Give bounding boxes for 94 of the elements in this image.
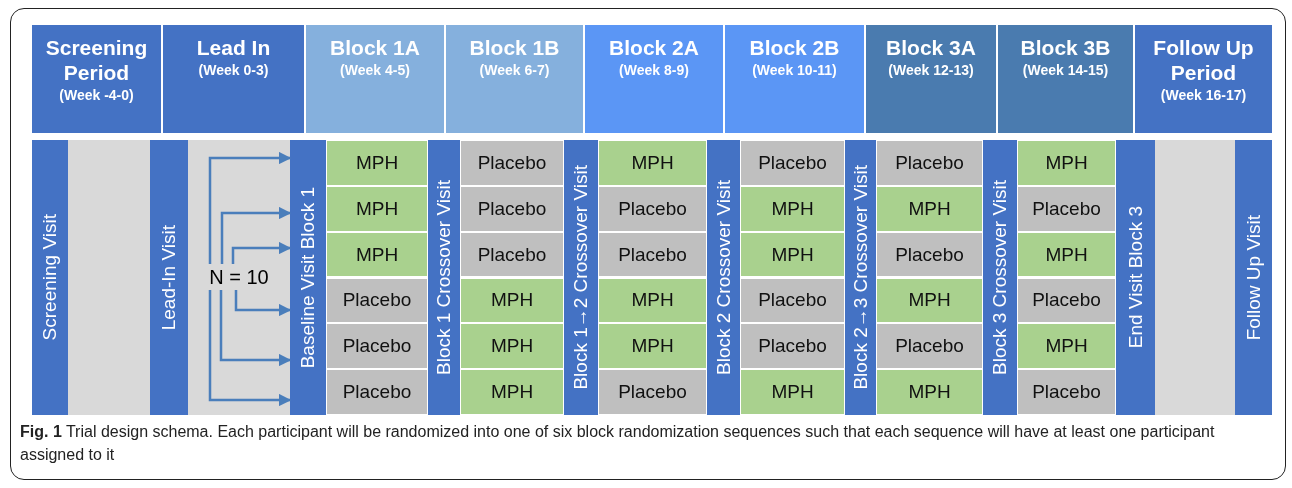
treatment-cell: MPH bbox=[598, 140, 707, 186]
treatment-cell: Placebo bbox=[460, 231, 564, 278]
week-range: (Week 4-5) bbox=[339, 61, 411, 80]
visit-bar bbox=[564, 140, 598, 415]
treatment-cell: Placebo bbox=[598, 231, 707, 278]
treatment-cell: Placebo bbox=[740, 140, 845, 186]
visit-bar bbox=[845, 140, 876, 415]
visit-bar bbox=[983, 140, 1017, 415]
treatment-cell: MPH bbox=[326, 185, 428, 232]
period-title: Lead In bbox=[195, 35, 272, 60]
week-range: (Week 6-7) bbox=[478, 61, 551, 80]
arrow bbox=[208, 290, 292, 407]
visit-bar bbox=[290, 140, 326, 415]
visit-bar bbox=[428, 140, 460, 415]
period-title: Block 3A bbox=[885, 35, 977, 60]
figure-caption: Fig. 1 Trial design schema. Each participant will be randomized into one of six block randomization sequences such that each sequence will have at least one participant assigned to it bbox=[20, 422, 1216, 465]
visit-label: Block 1→2 Crossover Visit bbox=[570, 165, 592, 390]
visit-bar bbox=[1116, 140, 1155, 415]
treatment-cell: Placebo bbox=[460, 140, 564, 186]
treatment-cell: Placebo bbox=[326, 369, 428, 415]
period-title: Block 2A bbox=[608, 35, 700, 60]
treatment-cell: Placebo bbox=[1017, 185, 1116, 232]
visit-label: Follow Up Visit bbox=[1242, 214, 1265, 341]
sample-size-label: N = 10 bbox=[207, 264, 271, 290]
visit-label: Screening Visit bbox=[39, 214, 61, 341]
arrow bbox=[220, 206, 292, 264]
arrow bbox=[219, 290, 292, 367]
period-header bbox=[446, 25, 583, 133]
visit-label: End Visit Block 3 bbox=[1124, 206, 1147, 349]
week-range: (Week 8-9) bbox=[618, 61, 690, 80]
visit-bar bbox=[32, 140, 68, 415]
period-header bbox=[1135, 25, 1272, 133]
treatment-cell: Placebo bbox=[740, 323, 845, 370]
treatment-cell: MPH bbox=[740, 231, 845, 278]
treatment-cell: MPH bbox=[876, 185, 983, 232]
visit-label: Lead-In Visit bbox=[158, 224, 180, 331]
period-header bbox=[725, 25, 864, 133]
visit-bar bbox=[150, 140, 188, 415]
visit-bar bbox=[707, 140, 740, 415]
period-title: Block 3B bbox=[1019, 35, 1112, 60]
treatment-cell: MPH bbox=[460, 277, 564, 324]
visit-label: Baseline Visit Block 1 bbox=[297, 186, 319, 369]
treatment-cell: Placebo bbox=[598, 185, 707, 232]
treatment-cell: MPH bbox=[1017, 231, 1116, 278]
period-title: Screening Period bbox=[44, 35, 149, 85]
period-header bbox=[998, 25, 1133, 133]
period-title: Block 1A bbox=[329, 35, 421, 60]
treatment-cell: MPH bbox=[326, 140, 428, 186]
shaded-band bbox=[68, 140, 150, 415]
treatment-cell: Placebo bbox=[460, 185, 564, 232]
week-range: (Week 0-3) bbox=[197, 61, 270, 80]
treatment-cell: MPH bbox=[1017, 140, 1116, 186]
visit-label: Block 2 Crossover Visit bbox=[712, 180, 735, 375]
visit-bar bbox=[1235, 140, 1272, 415]
treatment-cell: MPH bbox=[326, 231, 428, 278]
period-header bbox=[306, 25, 444, 133]
treatment-cell: Placebo bbox=[740, 277, 845, 324]
treatment-cell: MPH bbox=[460, 323, 564, 370]
treatment-cell: MPH bbox=[740, 185, 845, 232]
visit-label: Block 3 Crossover Visit bbox=[989, 180, 1011, 375]
period-header bbox=[866, 25, 996, 133]
period-header bbox=[32, 25, 161, 133]
treatment-cell: MPH bbox=[1017, 323, 1116, 370]
treatment-cell: Placebo bbox=[598, 369, 707, 415]
treatment-cell: MPH bbox=[598, 323, 707, 370]
week-range: (Week 12-13) bbox=[887, 61, 975, 80]
treatment-cell: MPH bbox=[876, 369, 983, 415]
arrow bbox=[231, 241, 292, 264]
period-title: Block 1B bbox=[468, 35, 561, 60]
treatment-cell: Placebo bbox=[1017, 369, 1116, 415]
treatment-cell: MPH bbox=[876, 277, 983, 324]
treatment-cell: Placebo bbox=[326, 277, 428, 324]
treatment-cell: MPH bbox=[740, 369, 845, 415]
week-range: (Week 14-15) bbox=[1021, 61, 1110, 80]
treatment-cell: Placebo bbox=[876, 323, 983, 370]
period-header bbox=[163, 25, 304, 133]
visit-label: Block 2→3 Crossover Visit bbox=[849, 165, 872, 390]
treatment-cell: Placebo bbox=[326, 323, 428, 370]
period-header bbox=[585, 25, 723, 133]
treatment-cell: MPH bbox=[460, 369, 564, 415]
visit-label: Block 1 Crossover Visit bbox=[433, 180, 455, 375]
treatment-cell: Placebo bbox=[1017, 277, 1116, 324]
shaded-band bbox=[1155, 140, 1235, 415]
week-range: (Week 10-11) bbox=[751, 61, 838, 80]
period-title: Follow Up Period bbox=[1152, 35, 1255, 85]
shaded-band bbox=[188, 140, 290, 415]
treatment-cell: Placebo bbox=[876, 231, 983, 278]
arrow bbox=[234, 290, 292, 317]
treatment-cell: Placebo bbox=[876, 140, 983, 186]
week-range: (Week -4-0) bbox=[58, 86, 135, 105]
treatment-cell: MPH bbox=[598, 277, 707, 324]
week-range: (Week 16-17) bbox=[1159, 86, 1248, 105]
arrow bbox=[208, 151, 292, 264]
period-title: Block 2B bbox=[748, 35, 841, 60]
